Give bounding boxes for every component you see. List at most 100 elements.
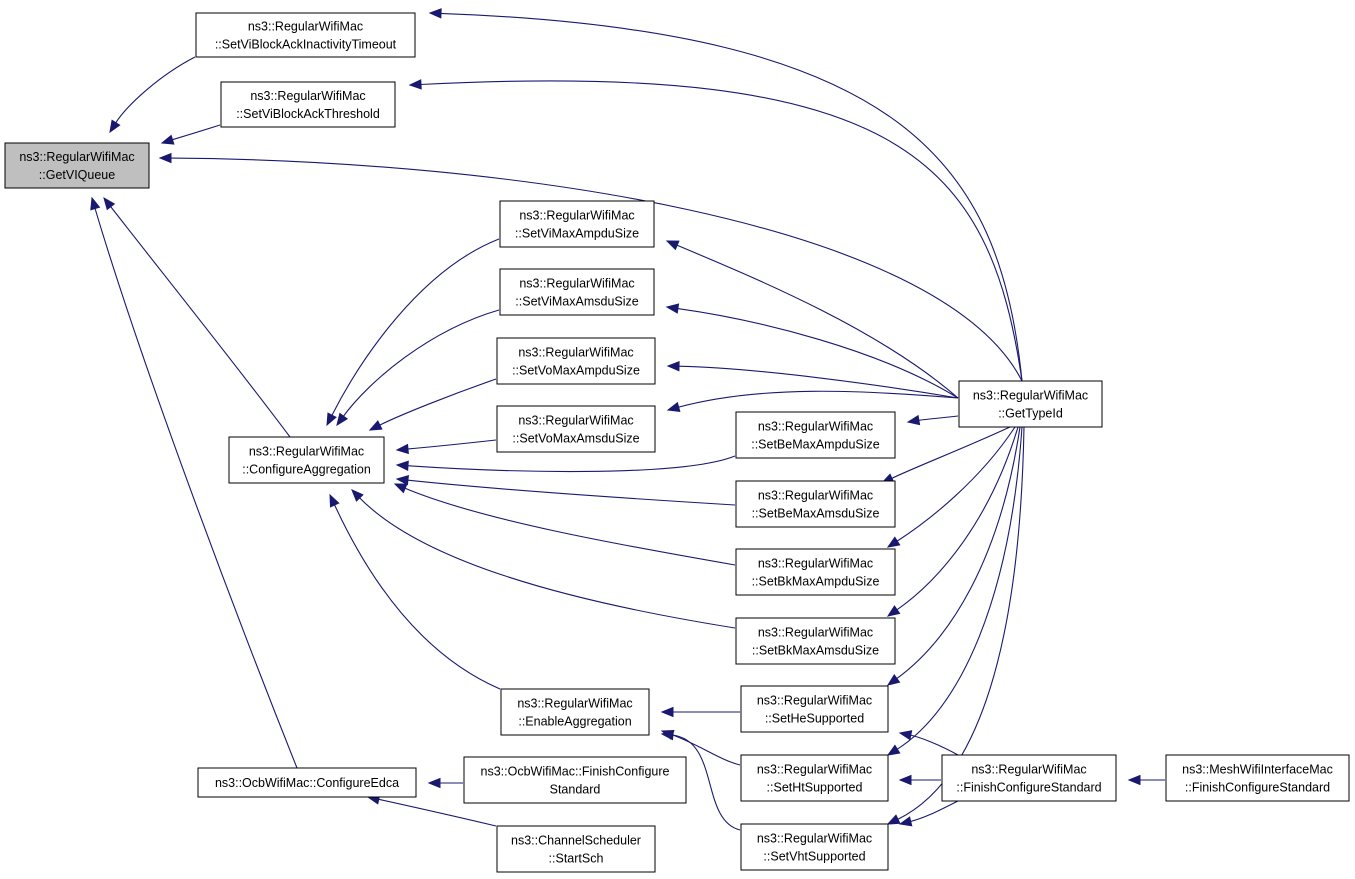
node-setbemaxampdusize[interactable]: ns3::RegularWifiMac::SetBeMaxAmpduSize xyxy=(735,411,896,459)
node-meshfinishconfigurestandard[interactable]: ns3::MeshWifiInterfaceMac::FinishConfigu… xyxy=(1165,754,1350,802)
node-label-line: ::GetTypeId xyxy=(998,407,1063,421)
node-label-line: ::SetBkMaxAmpduSize xyxy=(752,575,880,589)
node-label-line: ::SetViMaxAmpduSize xyxy=(515,227,639,241)
edge-line xyxy=(333,503,501,690)
node-box xyxy=(740,754,889,802)
node-setvomaxampdusize[interactable]: ns3::RegularWifiMac::SetVoMaxAmpduSize xyxy=(496,337,656,385)
edge-gettypeid-to-setvomaxamsdusize xyxy=(666,390,959,413)
edge-gettypeid-to-getviqueue xyxy=(158,152,1023,382)
edge-gettypeid-to-setvimaxamsdusize xyxy=(665,303,959,399)
edge-line xyxy=(358,496,736,629)
node-setvimaxampdusize[interactable]: ns3::RegularWifiMac::SetViMaxAmpduSize xyxy=(499,200,655,248)
node-setviblockackthreshold[interactable]: ns3::RegularWifiMac::SetViBlockAckThresh… xyxy=(220,81,396,128)
edge-line xyxy=(677,390,959,408)
arrowhead-icon xyxy=(666,401,681,413)
node-getviqueue[interactable]: ns3::RegularWifiMac::GetVIQueue xyxy=(4,142,150,189)
node-label-line: ::SetHeSupported xyxy=(765,712,864,726)
node-sethtsupported[interactable]: ns3::RegularWifiMac::SetHtSupported xyxy=(740,754,889,802)
node-startsch[interactable]: ns3::ChannelScheduler::StartSch xyxy=(496,825,656,873)
arrowhead-icon xyxy=(395,475,409,486)
edge-setbemaxamsdusize-to-configureaggregation xyxy=(395,475,736,506)
node-setbkmaxamsdusize[interactable]: ns3::RegularWifiMac::SetBkMaxAmsduSize xyxy=(735,617,896,665)
node-label-line: ns3::ChannelScheduler xyxy=(511,834,641,848)
node-box xyxy=(496,825,656,873)
node-box xyxy=(195,12,416,58)
edge-line xyxy=(909,734,959,756)
node-enableaggregation[interactable]: ns3::RegularWifiMac::EnableAggregation xyxy=(500,688,650,736)
nodes-layer: ns3::RegularWifiMac::GetVIQueuens3::Regu… xyxy=(4,12,1350,873)
edge-regularfinishconfigurestandard-to-sethesupported xyxy=(898,730,959,756)
node-ocbfinishconfigurestandard[interactable]: ns3::OcbWifiMac::FinishConfigureStandard xyxy=(463,756,687,804)
node-setvimaxamsdusize[interactable]: ns3::RegularWifiMac::SetViMaxAmsduSize xyxy=(499,268,655,316)
node-sethesupported[interactable]: ns3::RegularWifiMac::SetHeSupported xyxy=(740,685,889,733)
node-label-line: ::SetViMaxAmsduSize xyxy=(515,295,638,309)
node-label-line: ns3::RegularWifiMac xyxy=(518,346,633,360)
edge-line xyxy=(671,733,741,766)
edge-line xyxy=(169,157,1023,382)
edge-gettypeid-to-sethtsupported xyxy=(886,426,1023,756)
edge-configureedca-to-getviqueue xyxy=(90,196,298,769)
edge-gettypeid-to-setbemaxamsdusize xyxy=(880,426,1011,484)
arrowhead-icon xyxy=(660,706,674,718)
edge-gettypeid-to-sethesupported xyxy=(886,426,1021,686)
arrowhead-icon xyxy=(665,303,680,314)
node-box xyxy=(958,380,1103,428)
edge-line xyxy=(675,244,959,399)
node-label-line: ns3::RegularWifiMac xyxy=(758,489,873,503)
edge-setbkmaxampdusize-to-configureaggregation xyxy=(393,483,736,566)
edge-line xyxy=(171,124,221,141)
node-label-line: ::SetBkMaxAmsduSize xyxy=(752,644,879,658)
node-label-line: ns3::RegularWifiMac xyxy=(758,420,873,434)
node-label-line: ns3::RegularWifiMac xyxy=(973,389,1088,403)
node-label-line: ::StartSch xyxy=(549,852,604,866)
node-box xyxy=(735,411,896,459)
node-label-line: ns3::RegularWifiMac xyxy=(517,697,632,711)
node-configureedca[interactable]: ns3::OcbWifiMac::ConfigureEdca xyxy=(197,767,417,798)
node-label-line: ns3::RegularWifiMac xyxy=(519,209,634,223)
node-label-line: ::GetVIQueue xyxy=(39,168,115,182)
root-node-box xyxy=(4,142,150,189)
edge-setvomaxampdusize-to-configureaggregation xyxy=(368,378,497,431)
node-label-line: ns3::RegularWifiMac xyxy=(757,694,872,708)
node-label-line: Standard xyxy=(550,783,601,797)
edge-line xyxy=(406,439,497,450)
edge-line xyxy=(677,365,959,399)
node-regularfinishconfigurestandard[interactable]: ns3::RegularWifiMac::FinishConfigureStan… xyxy=(941,754,1117,802)
node-box xyxy=(1165,754,1350,802)
node-setbemaxamsdusize[interactable]: ns3::RegularWifiMac::SetBeMaxAmsduSize xyxy=(735,480,896,528)
node-label-line: ns3::MeshWifiInterfaceMac xyxy=(1182,763,1333,777)
arrowhead-icon xyxy=(90,196,101,211)
edge-line xyxy=(671,734,741,831)
node-box xyxy=(463,756,687,804)
edge-enableaggregation-to-configureaggregation xyxy=(329,493,501,690)
node-label-line: ::ConfigureAggregation xyxy=(242,463,371,477)
arrowhead-icon xyxy=(408,79,422,90)
node-label-line: ::SetHtSupported xyxy=(767,781,863,795)
node-label-line: ::SetBeMaxAmpduSize xyxy=(751,438,880,452)
arrowhead-icon xyxy=(665,240,680,251)
node-box xyxy=(499,200,655,248)
arrowhead-icon xyxy=(898,816,913,827)
edge-ocbfinishconfigurestandard-to-configureedca xyxy=(427,777,464,789)
edge-setbemaxampdusize-to-configureaggregation xyxy=(395,455,736,473)
node-setvomaxamsdusize[interactable]: ns3::RegularWifiMac::SetVoMaxAmsduSize xyxy=(496,405,656,453)
node-configureaggregation[interactable]: ns3::RegularWifiMac::ConfigureAggregatio… xyxy=(228,436,385,484)
arrowhead-icon xyxy=(886,674,901,686)
arrowhead-icon xyxy=(329,493,340,508)
edge-line xyxy=(439,12,1023,382)
edge-line xyxy=(909,800,959,823)
arrowhead-icon xyxy=(427,777,441,789)
node-label-line: ns3::RegularWifiMac xyxy=(250,89,365,103)
node-setvhtsupported[interactable]: ns3::RegularWifiMac::SetVhtSupported xyxy=(740,823,889,871)
node-setviblockackinactivitytimeout[interactable]: ns3::RegularWifiMac::SetViBlockAckInacti… xyxy=(195,12,416,58)
edge-gettypeid-to-setvhtsupported xyxy=(886,426,1025,825)
node-label-line: ::SetViBlockAckInactivityTimeout xyxy=(215,38,397,52)
node-label-line: ns3::RegularWifiMac xyxy=(248,20,363,34)
arrowhead-icon xyxy=(660,729,674,741)
node-box xyxy=(740,823,889,871)
node-setbkmaxampdusize[interactable]: ns3::RegularWifiMac::SetBkMaxAmpduSize xyxy=(735,548,896,596)
node-gettypeid[interactable]: ns3::RegularWifiMac::GetTypeId xyxy=(958,380,1103,428)
arrowhead-icon xyxy=(1127,774,1141,786)
arrowhead-icon xyxy=(898,730,913,741)
